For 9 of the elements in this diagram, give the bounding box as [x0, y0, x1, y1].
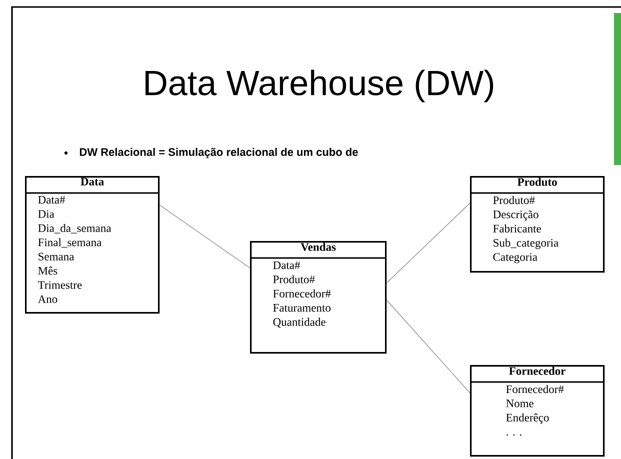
bullet-point: DW Relacional = Simulação relacional de um cubo de	[80, 148, 358, 158]
table-box: Fornecedor Fornecedor# Nome Enderêço . . .	[470, 365, 605, 457]
table-box: Data Data# Dia Dia_da_semana Final_semana Semana Mês Trimestre Ano	[25, 176, 160, 314]
connector-line	[159, 204, 250, 268]
table-box: Produto Produto# Descrição Fabricante Sub_categoria Categoria	[470, 176, 605, 273]
connector-line	[386, 202, 470, 284]
table-box: Vendas Data# Produto# Fornecedor# Faturamento Quantidade	[250, 241, 387, 354]
connector-line	[386, 300, 470, 394]
slide-title: Data Warehouse (DW)	[146, 70, 494, 102]
